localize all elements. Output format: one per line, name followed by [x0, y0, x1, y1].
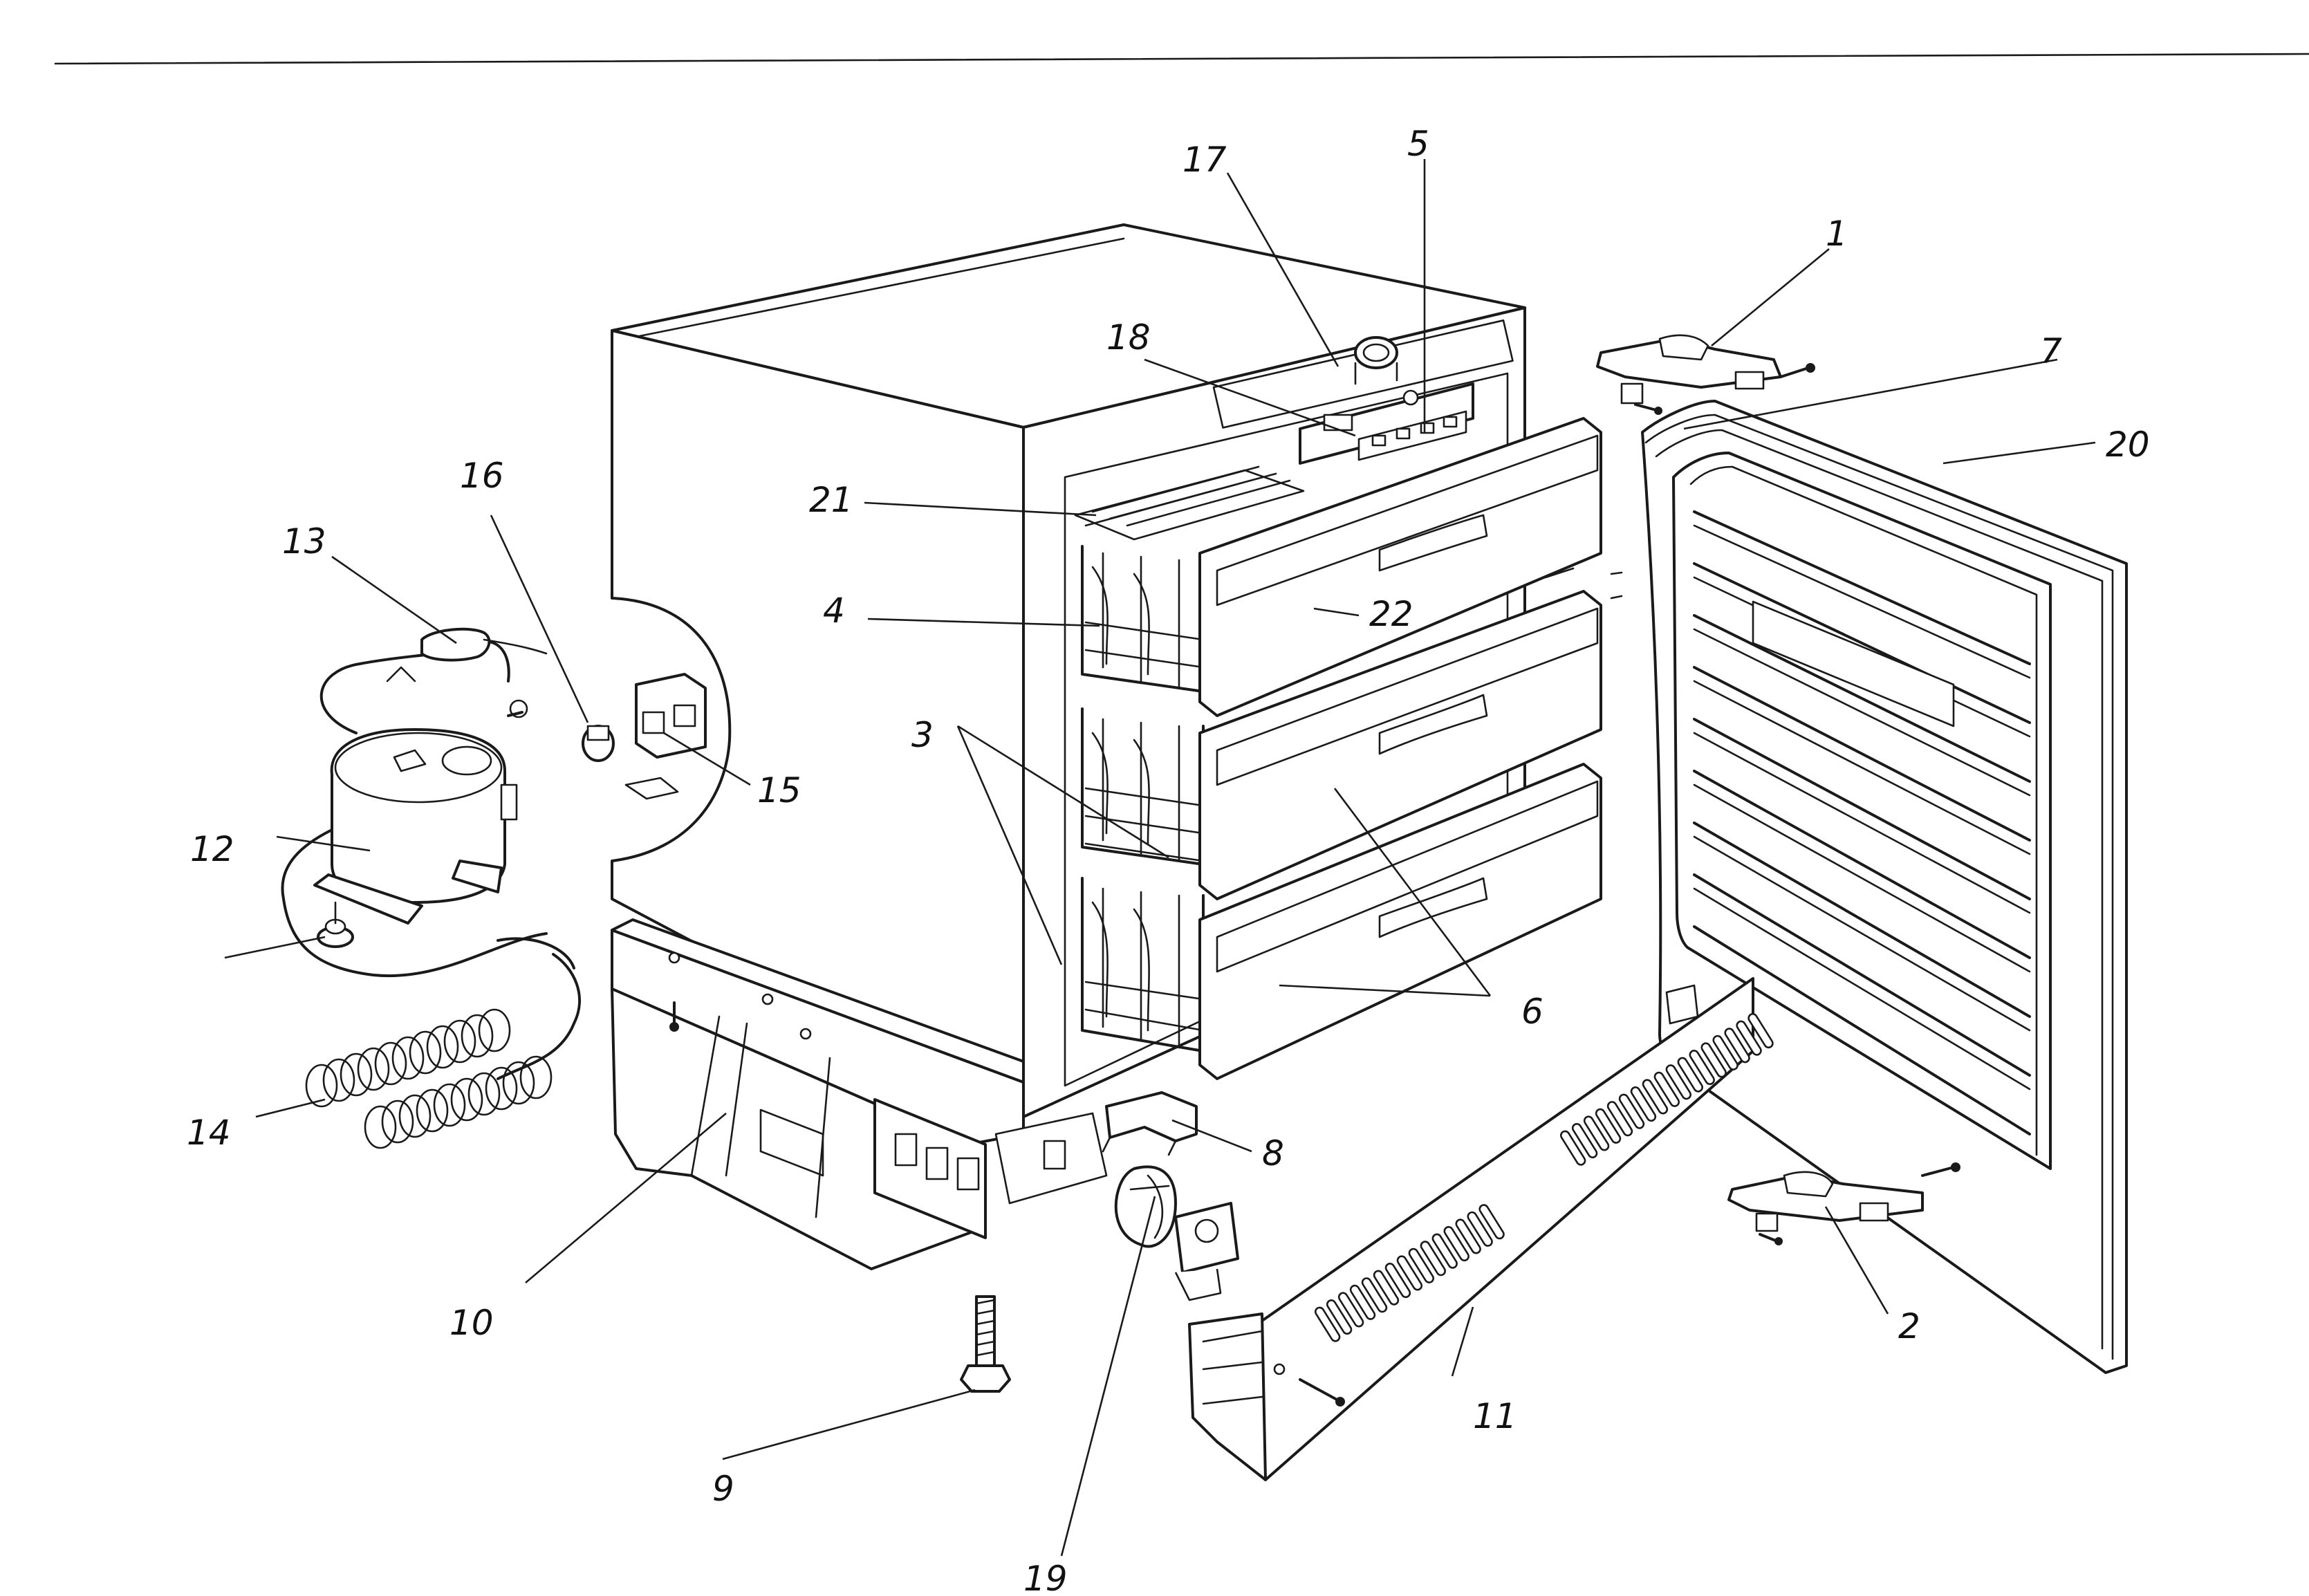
- basket-bottom: [1081, 877, 1205, 1052]
- callout-2: 2: [1898, 1306, 1920, 1346]
- callout-12: 12: [190, 829, 234, 869]
- callout-21: 21: [809, 480, 853, 520]
- callout-19: 19: [1023, 1559, 1068, 1596]
- callout-11: 11: [1473, 1396, 1517, 1436]
- drawer-fronts: [1198, 417, 1623, 1080]
- callout-8: 8: [1262, 1133, 1284, 1173]
- callout-5: 5: [1407, 124, 1429, 164]
- coil-lower: [364, 1055, 553, 1149]
- callout-1: 1: [1826, 214, 1848, 254]
- callout-18: 18: [1106, 317, 1151, 358]
- leader-lines: [224, 159, 2096, 1557]
- compressor: [281, 640, 548, 978]
- callout-20: 20: [2106, 425, 2150, 465]
- callout-22: 22: [1369, 594, 1413, 634]
- drawer-front-middle: [1198, 590, 1602, 900]
- vent-slots: [1314, 1013, 1774, 1342]
- basket-top: [1081, 545, 1205, 693]
- base-bracket: [1102, 1091, 1198, 1156]
- callout-4: 4: [823, 591, 845, 631]
- lower-hinge: [1727, 1162, 1960, 1245]
- callout-15: 15: [757, 770, 801, 810]
- callout-13: 13: [282, 521, 326, 562]
- callout-3: 3: [911, 715, 934, 755]
- upper-hinge: [1596, 334, 1815, 415]
- filter-drier: [420, 627, 548, 662]
- callout-6: 6: [1521, 992, 1543, 1032]
- door-ribs: [1693, 510, 2031, 1135]
- callout-labels: 1 2 3 4 5 6 7 8 9 10 11 12 13 14 15 16 1…: [187, 124, 2150, 1596]
- callout-14: 14: [187, 1113, 231, 1153]
- adjustable-foot: [960, 1295, 1011, 1393]
- callout-9: 9: [712, 1469, 734, 1509]
- base-frame: [611, 918, 1108, 1270]
- thermostat-knob: [1354, 336, 1398, 385]
- fan-motor: [1114, 1165, 1239, 1301]
- callout-10: 10: [449, 1303, 494, 1343]
- condenser-coil: [305, 937, 581, 1149]
- callout-16: 16: [460, 456, 504, 496]
- starter-relay: [624, 673, 707, 800]
- kick-plate-grille: [1188, 977, 1774, 1481]
- overload-protector: [582, 725, 615, 762]
- drawer-front-top: [1198, 417, 1602, 717]
- header-rule: [54, 53, 2309, 65]
- callout-17: 17: [1183, 140, 1227, 180]
- callout-7: 7: [2040, 331, 2062, 371]
- drawer-front-bottom: [1198, 763, 1602, 1080]
- coil-upper: [305, 1008, 511, 1108]
- freezer-door: [1641, 400, 2128, 1374]
